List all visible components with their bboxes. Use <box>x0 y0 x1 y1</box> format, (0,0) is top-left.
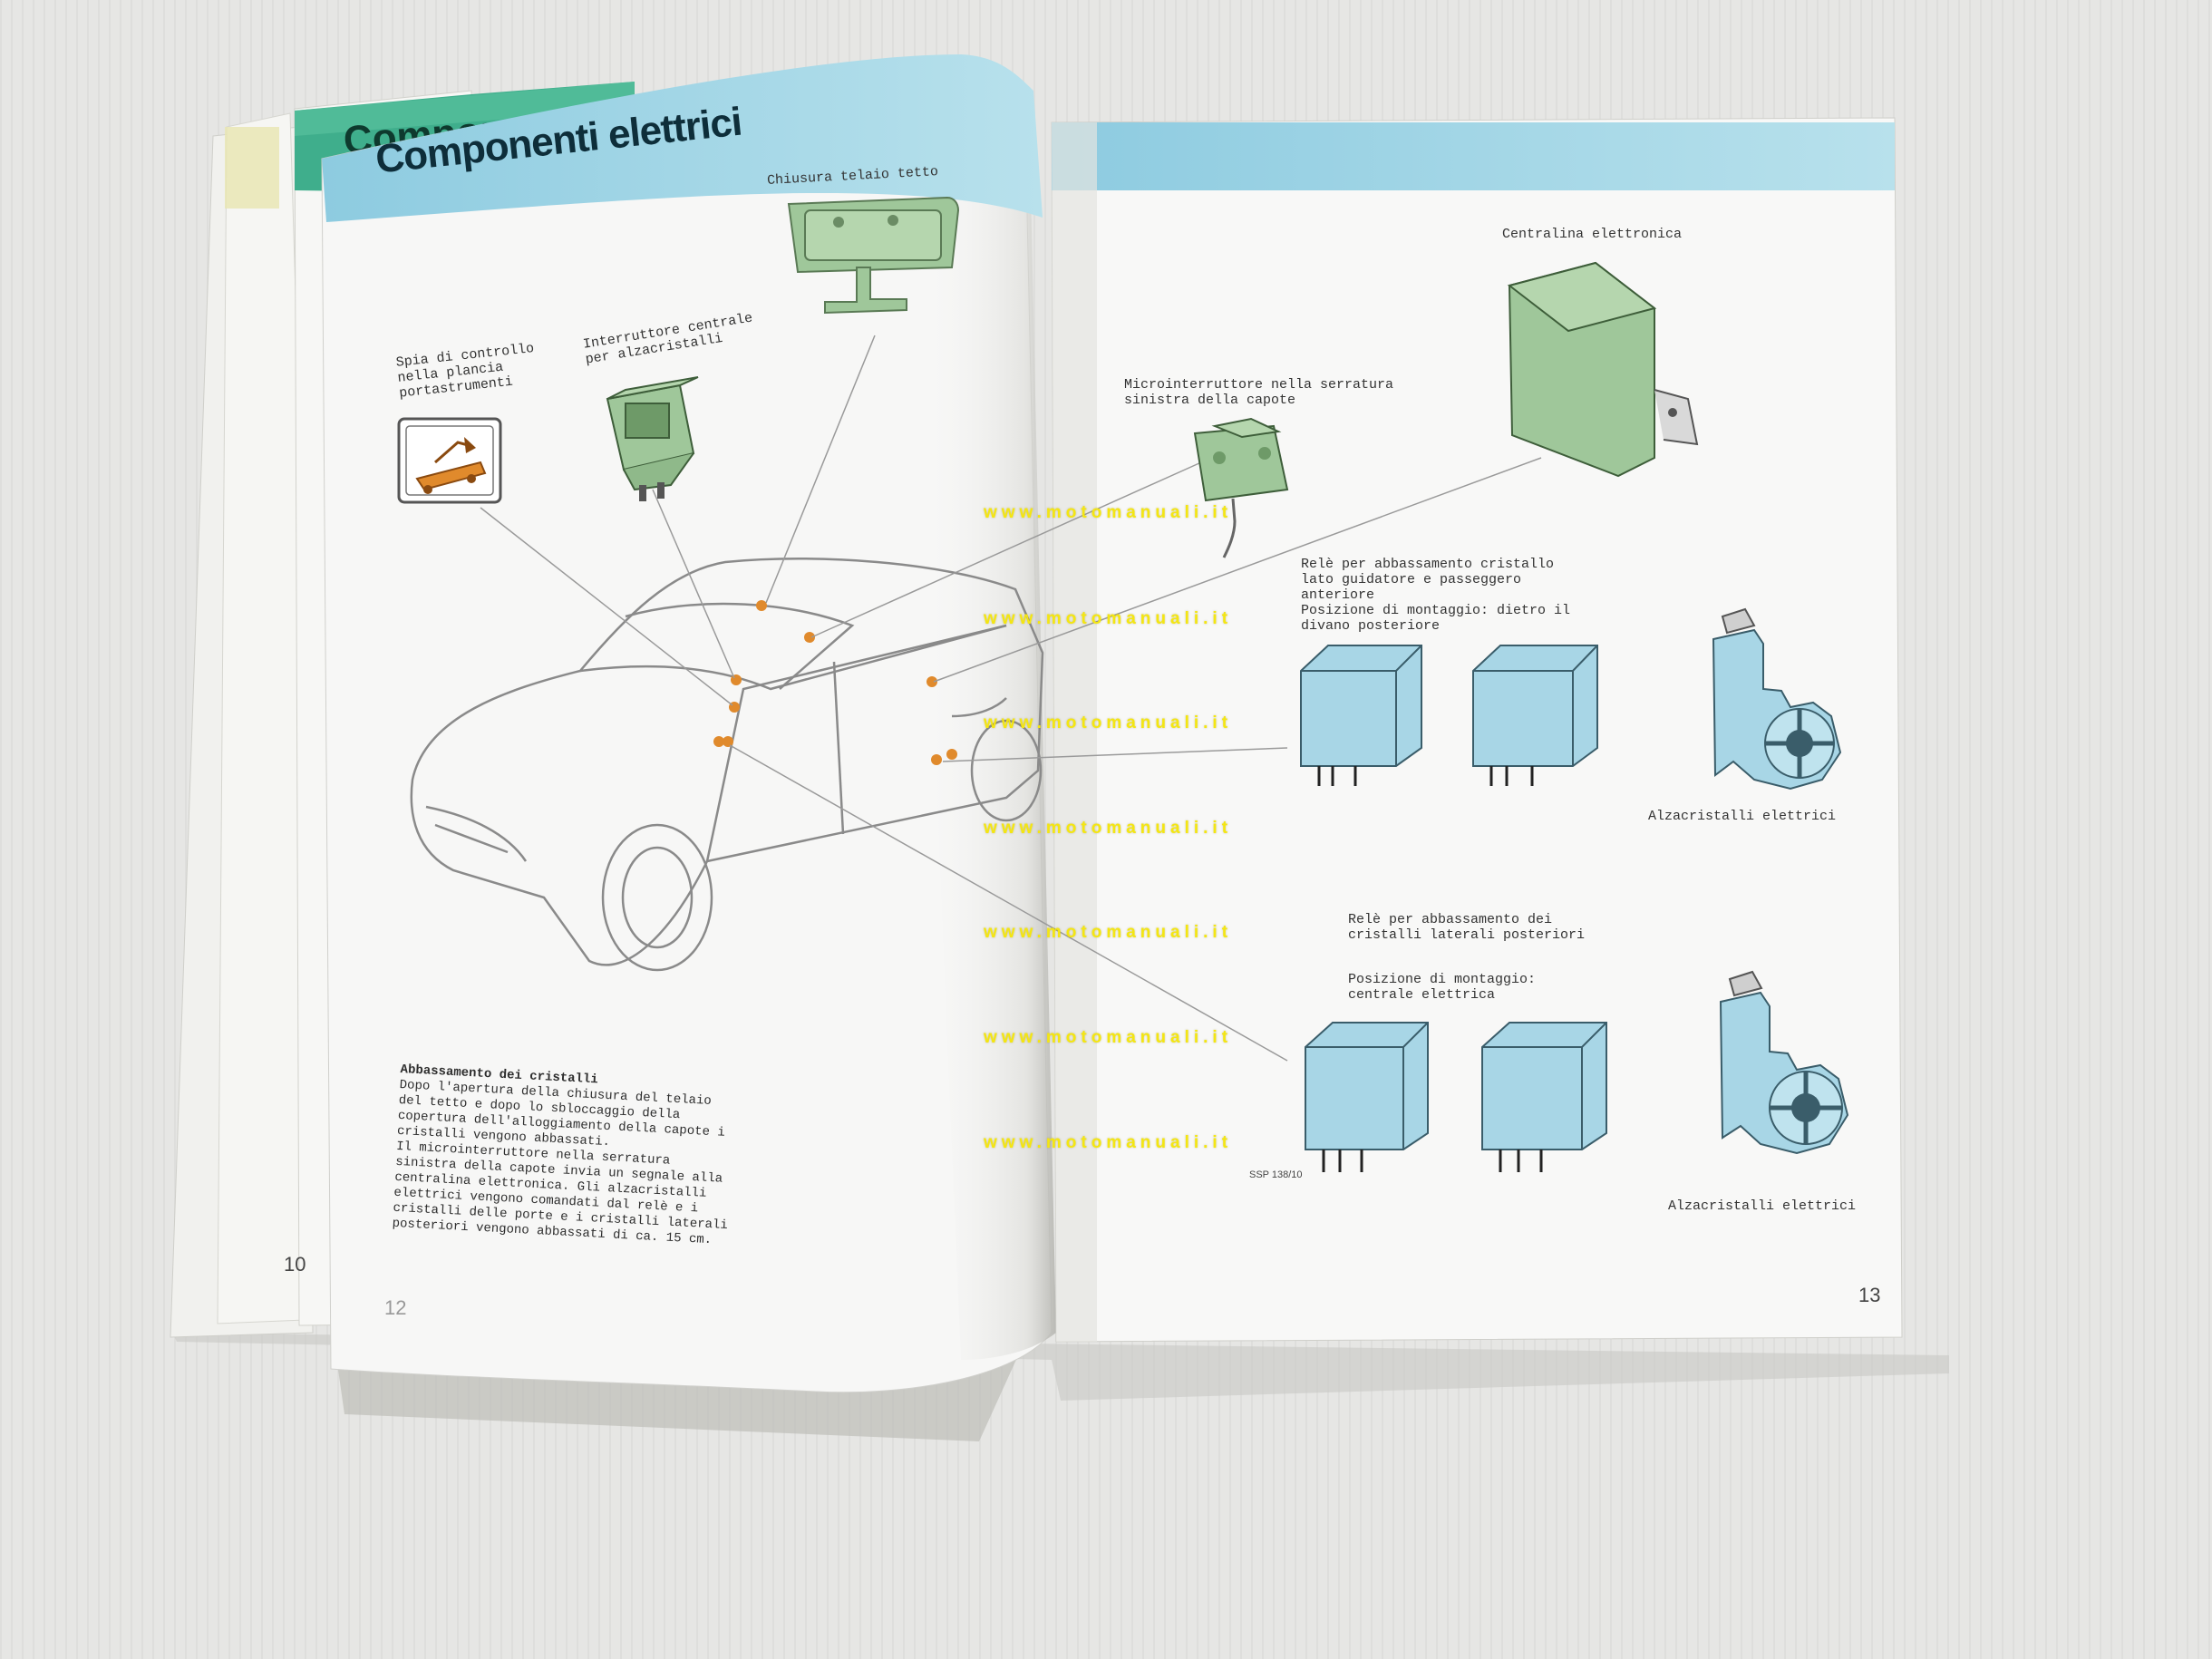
right-page-number: 13 <box>1858 1284 1881 1306</box>
relay-pair-front <box>1300 645 1598 786</box>
rear-relay-position-label: Posizione di montaggio: centrale elettri… <box>1348 972 1537 1003</box>
rear-relay-label: Relè per abbassamento dei cristalli late… <box>1348 912 1586 943</box>
window-switch-part <box>606 376 699 501</box>
window-motor-label-1: Alzacristalli elettrici <box>1648 809 1837 824</box>
window-motor-label-2: Alzacristalli elettrici <box>1668 1198 1857 1214</box>
front-relay-label: Relè per abbassamento cristallo lato gui… <box>1301 557 1571 634</box>
relay-pair-rear <box>1305 1022 1607 1172</box>
roof-frame-lock-part <box>787 196 960 315</box>
behind-page-number: 10 <box>284 1253 306 1276</box>
control-unit-label: Centralina elettronica <box>1502 227 1683 242</box>
watermark: www.motomanuali.it <box>984 503 1233 522</box>
watermark: www.motomanuali.it <box>984 609 1233 628</box>
warning-lamp-part <box>397 417 502 504</box>
car-drawing <box>410 558 1044 972</box>
control-unit-part <box>1507 261 1699 478</box>
window-motor-part-2 <box>1719 970 1849 1155</box>
component-markers <box>713 600 957 765</box>
micro-switch-label: Microinterruttore nella serratura sinist… <box>1124 377 1394 408</box>
micro-switch-part <box>1193 417 1289 558</box>
watermark: www.motomanuali.it <box>984 713 1233 732</box>
figure-reference: SSP 138/10 <box>1249 1169 1303 1180</box>
body-text: Abbassamento dei cristalli Dopo l'apertu… <box>392 1062 771 1251</box>
window-motor-part-1 <box>1712 607 1842 791</box>
left-page-number: 12 <box>384 1296 407 1319</box>
watermark: www.motomanuali.it <box>984 819 1233 838</box>
watermark: www.motomanuali.it <box>984 923 1233 942</box>
watermark: www.motomanuali.it <box>984 1133 1233 1152</box>
watermark: www.motomanuali.it <box>984 1028 1233 1047</box>
